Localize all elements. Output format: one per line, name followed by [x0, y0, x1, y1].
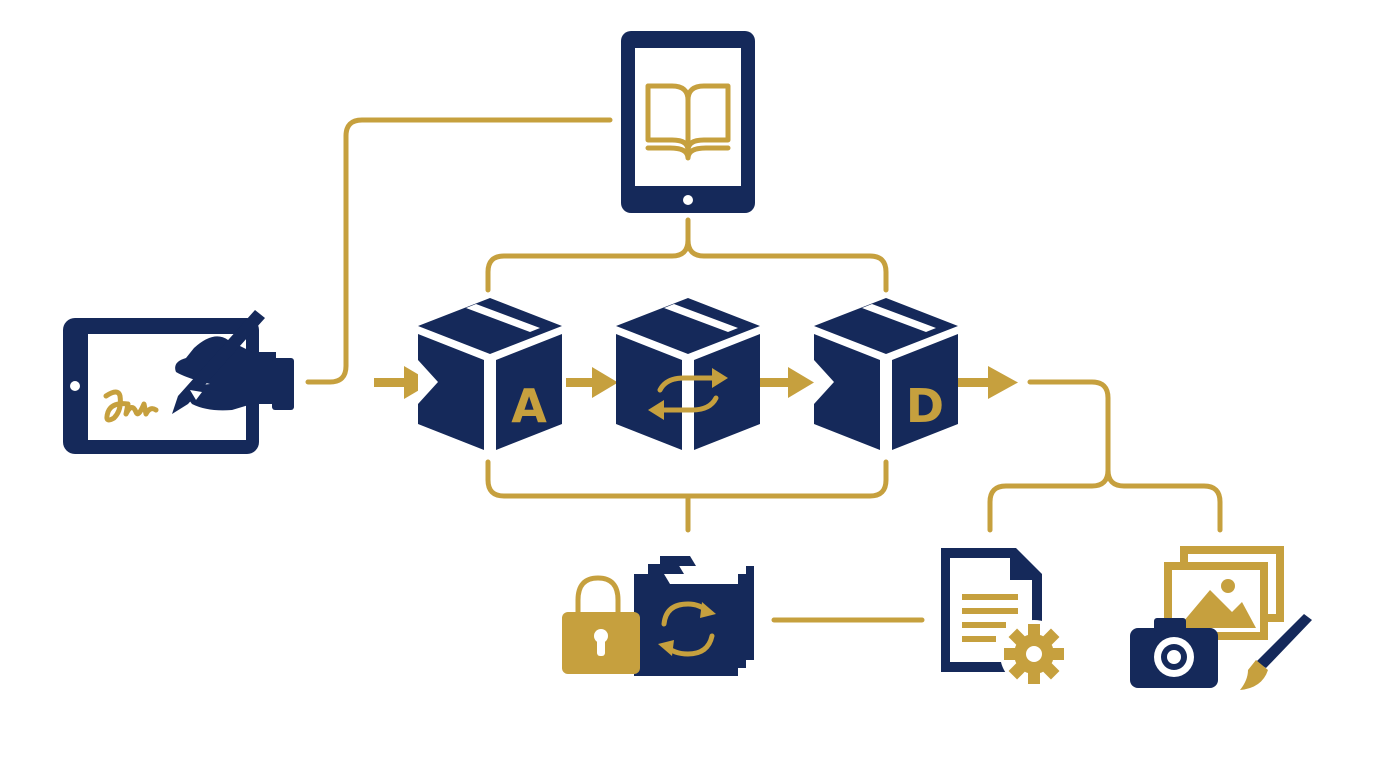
connector-tablet-to-reader [305, 117, 613, 385]
lock-folder-sync-icon [562, 556, 754, 676]
paintbrush-icon [1240, 614, 1312, 690]
tablet-signature-icon [63, 310, 294, 454]
camera-image-brush-icon [1130, 546, 1312, 690]
tablet-book-icon [621, 31, 755, 213]
connector-to-outputs [987, 379, 1223, 533]
arrow-from-box-d [946, 366, 1018, 399]
connector-boxes-to-storage [485, 459, 889, 533]
camera-icon [1130, 618, 1218, 688]
box-a-letter: A [511, 379, 547, 433]
folder-sync-icon [658, 601, 716, 657]
document-lines [962, 594, 1018, 642]
box-sync [616, 298, 760, 450]
padlock-icon [562, 575, 640, 674]
gear-icon [1000, 620, 1068, 688]
box-d: D [814, 298, 958, 450]
connector-reader-to-bracket [485, 217, 889, 293]
connectors [305, 117, 1223, 623]
signature-mark [103, 389, 159, 423]
arrow-to-box-sync [566, 367, 618, 398]
open-book-icon [645, 83, 731, 161]
box-a: A [418, 298, 562, 450]
box-d-letter: D [906, 379, 944, 433]
sync-icon [648, 368, 728, 420]
pen-hand-icon [172, 310, 294, 414]
document-gear-icon [941, 548, 1068, 688]
arrow-to-box-d [754, 367, 814, 398]
